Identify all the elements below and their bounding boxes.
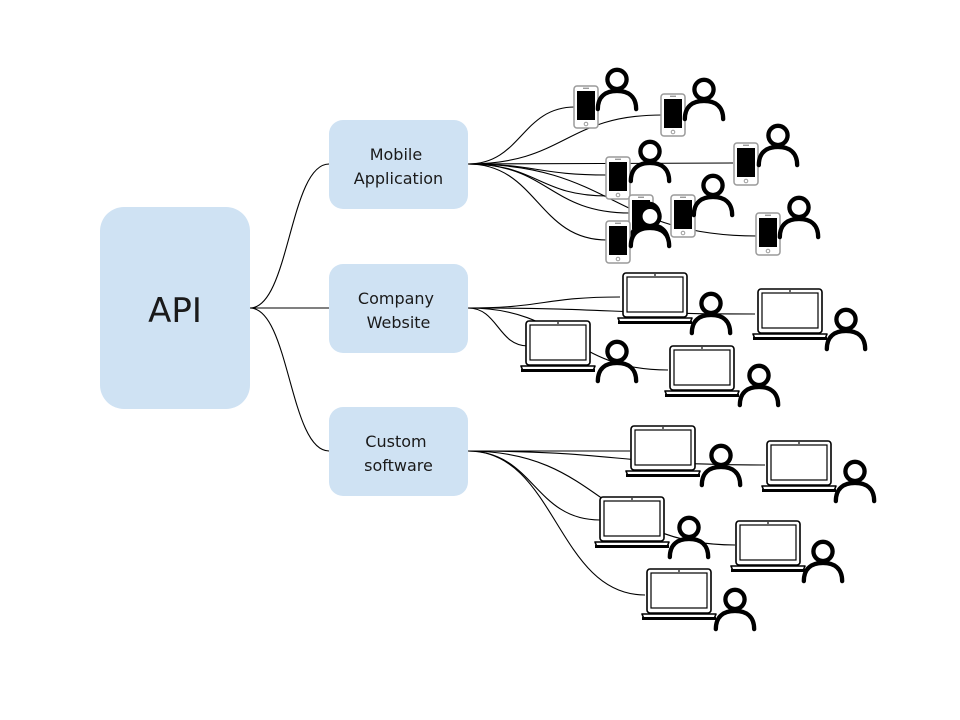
user-icon: [694, 176, 732, 215]
custom-client-2: [761, 440, 874, 501]
laptop-icon: [617, 272, 693, 325]
connector-mobile-client-8: [467, 163, 608, 241]
laptop-icon: [752, 288, 828, 341]
website-label-line-1: Company: [358, 289, 434, 308]
phone-icon: [670, 194, 696, 238]
mobile-label-line-1: Mobile: [370, 145, 422, 164]
connector-custom-client-5: [467, 450, 646, 596]
laptop-icon: [641, 568, 717, 621]
user-icon: [759, 126, 797, 165]
user-icon: [598, 342, 636, 381]
laptop-icon: [520, 320, 596, 373]
mobile-client-7: [755, 198, 818, 256]
api-label: API: [148, 291, 202, 331]
connector-mobile-client-2: [467, 114, 663, 165]
custom-label-line-2: software: [364, 456, 433, 475]
user-icon: [804, 542, 842, 581]
website-client-1: [617, 272, 730, 333]
connector-custom-client-3: [467, 450, 601, 521]
website-client-2: [752, 288, 865, 349]
website-label-line-2: Website: [367, 313, 431, 332]
custom-client-5: [641, 568, 754, 629]
phone-icon: [573, 85, 599, 129]
mobile-label-line-2: Application: [354, 169, 443, 188]
mobile-client-5: [670, 176, 732, 238]
user-icon: [702, 446, 740, 485]
user-icon: [827, 310, 865, 349]
laptop-icon: [761, 440, 837, 493]
phone-icon: [733, 142, 759, 186]
user-icon: [598, 70, 636, 109]
mobile-application-label: Mobile Application: [354, 145, 443, 188]
connector-api-to-mobile: [249, 163, 330, 309]
custom-client-3: [594, 496, 708, 557]
company-website-label: Company Website: [358, 289, 439, 332]
custom-software-label: Custom software: [364, 432, 433, 475]
connector-website-client-3: [467, 307, 529, 347]
api-node: API: [100, 207, 250, 409]
connector-website-client-1: [467, 296, 621, 309]
laptop-icon: [594, 496, 670, 549]
user-icon: [836, 462, 874, 501]
laptop-icon: [625, 425, 701, 478]
user-icon: [740, 366, 778, 405]
custom-client-4: [730, 520, 842, 581]
custom-software-node: Custom software: [329, 407, 468, 496]
connector-mobile-client-5: [467, 163, 609, 197]
phone-icon: [605, 220, 631, 264]
phone-icon: [660, 93, 686, 137]
user-icon: [716, 590, 754, 629]
custom-label-line-1: Custom: [365, 432, 426, 451]
connector-mobile-client-1: [467, 106, 576, 165]
custom-client-1: [625, 425, 740, 485]
connector-api-to-custom: [249, 307, 330, 452]
company-website-node: Company Website: [329, 264, 468, 353]
connector-mobile-client-4: [467, 162, 734, 165]
phone-icon: [605, 156, 631, 200]
mobile-client-2: [660, 80, 723, 137]
mobile-client-3: [605, 142, 669, 200]
website-client-4: [664, 345, 778, 405]
mobile-client-1: [573, 70, 636, 129]
laptop-icon: [664, 345, 740, 398]
clients: [520, 70, 874, 629]
connector-mobile-client-6: [467, 163, 631, 214]
user-icon: [631, 142, 669, 181]
connector-mobile-client-7: [467, 163, 758, 237]
phone-icon: [755, 212, 781, 256]
website-client-3: [520, 320, 636, 381]
user-icon: [780, 198, 818, 237]
mobile-client-4: [733, 126, 797, 186]
mobile-application-node: Mobile Application: [329, 120, 468, 209]
user-icon: [685, 80, 723, 119]
laptop-icon: [730, 520, 806, 573]
